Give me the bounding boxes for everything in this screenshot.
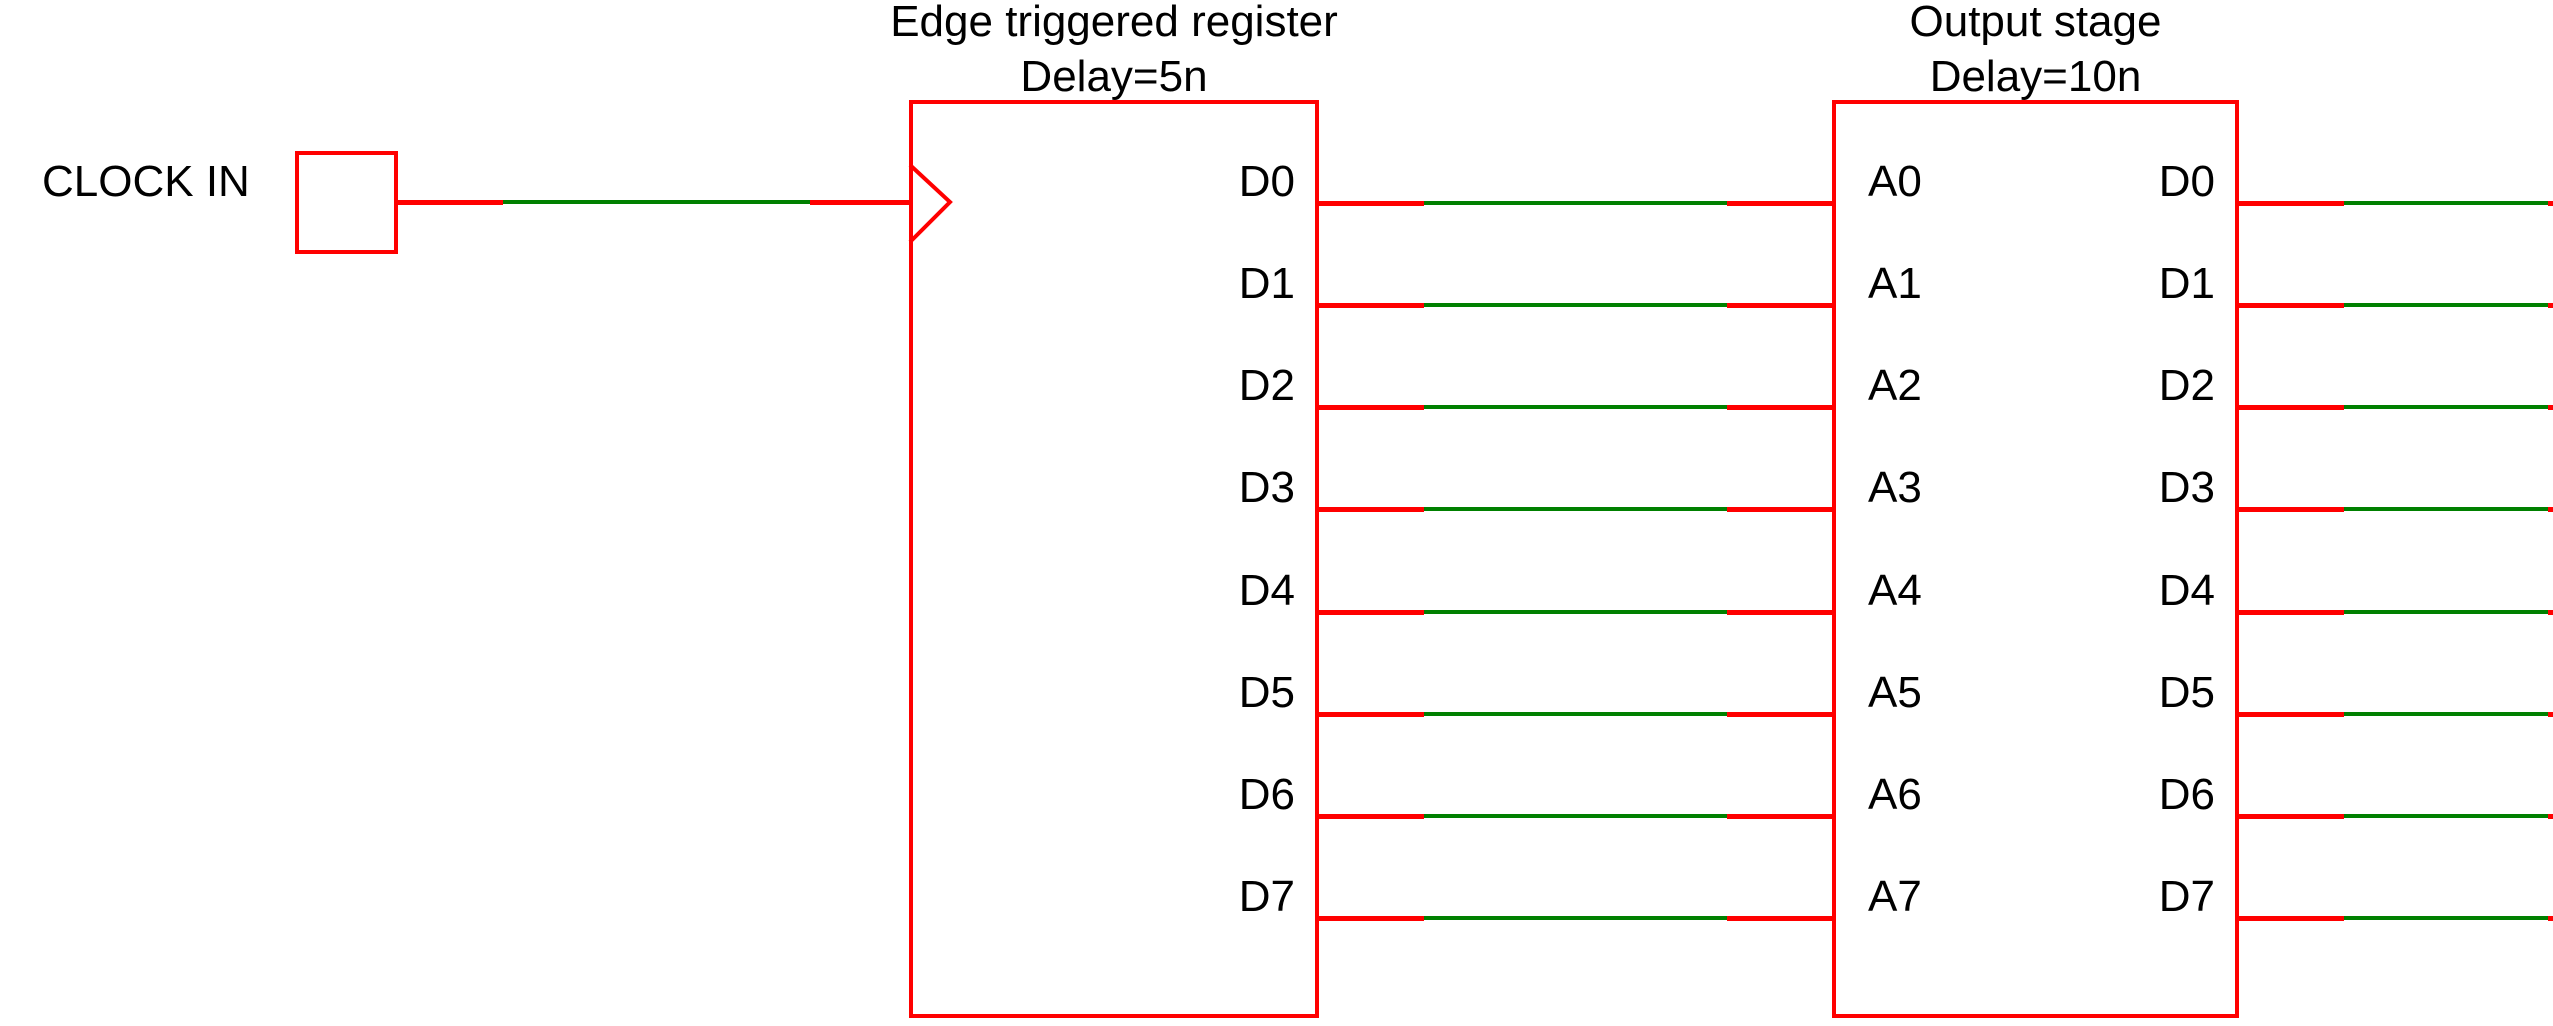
bus-wire-d5-pin-stub-right[interactable] (1727, 712, 1832, 717)
bus-wire-d2-pin-stub-left[interactable] (1319, 405, 1424, 410)
output-stage-pin-label-a6: A6 (1868, 770, 1922, 819)
register-pin-label-d6: D6 (1238, 770, 1295, 819)
output-wire-d3-pin-stub[interactable] (2239, 507, 2344, 512)
output-wire-d0-pin-stub[interactable] (2239, 201, 2344, 206)
output-wire-d6-edge-tip[interactable] (2548, 814, 2553, 819)
register-pin-label-d2: D2 (1238, 361, 1295, 410)
register-pin-label-d7: D7 (1238, 872, 1295, 921)
bus-wire-d2-pin-stub-right[interactable] (1727, 405, 1832, 410)
output-stage-pin-label-d4: D4 (2158, 566, 2215, 615)
output-stage-pin-label-d0: D0 (2158, 157, 2215, 206)
output-stage-pin-label-a7: A7 (1868, 872, 1922, 921)
output-stage-pin-label-d7: D7 (2158, 872, 2215, 921)
output-wire-d1-net[interactable] (2344, 303, 2548, 307)
bus-wire-d7-pin-stub-left[interactable] (1319, 916, 1424, 921)
bus-wire-d4-pin-stub-right[interactable] (1727, 610, 1832, 615)
output-wire-d1-edge-tip[interactable] (2548, 303, 2553, 308)
bus-wire-d5-net[interactable] (1424, 712, 1727, 716)
bus-wire-d0-net[interactable] (1424, 201, 1727, 205)
output-stage-delay-label: Delay=10n (1929, 52, 2142, 101)
output-wire-d7-net[interactable] (2344, 916, 2548, 920)
register-pin-label-d4: D4 (1238, 566, 1295, 615)
output-wire-d4-pin-stub[interactable] (2239, 610, 2344, 615)
output-wire-d6-net[interactable] (2344, 814, 2548, 818)
bus-wire-d5-pin-stub-left[interactable] (1319, 712, 1424, 717)
output-wire-d2-pin-stub[interactable] (2239, 405, 2344, 410)
bus-wire-d2-net[interactable] (1424, 405, 1727, 409)
clock-wire-net[interactable] (503, 200, 810, 204)
clock-source-box[interactable] (295, 151, 398, 254)
output-stage-pin-label-a4: A4 (1868, 566, 1922, 615)
output-wire-d5-pin-stub[interactable] (2239, 712, 2344, 717)
register-delay-label: Delay=5n (1020, 52, 1208, 101)
output-stage-pin-label-a0: A0 (1868, 157, 1922, 206)
output-wire-d3-net[interactable] (2344, 507, 2548, 511)
output-wire-d7-edge-tip[interactable] (2548, 916, 2553, 921)
output-stage-pin-label-d5: D5 (2158, 668, 2215, 717)
clock-wire-pin-stub-right[interactable] (810, 200, 910, 205)
clock-in-label: CLOCK IN (42, 157, 250, 206)
bus-wire-d1-pin-stub-left[interactable] (1319, 303, 1424, 308)
bus-wire-d1-pin-stub-right[interactable] (1727, 303, 1832, 308)
bus-wire-d3-pin-stub-left[interactable] (1319, 507, 1424, 512)
bus-wire-d7-net[interactable] (1424, 916, 1727, 920)
register-block[interactable] (909, 100, 1319, 1018)
output-stage-pin-label-d2: D2 (2158, 361, 2215, 410)
bus-wire-d6-net[interactable] (1424, 814, 1727, 818)
output-stage-pin-label-d3: D3 (2158, 463, 2215, 512)
bus-wire-d4-pin-stub-left[interactable] (1319, 610, 1424, 615)
output-wire-d5-edge-tip[interactable] (2548, 712, 2553, 717)
output-wire-d6-pin-stub[interactable] (2239, 814, 2344, 819)
register-pin-label-d3: D3 (1238, 463, 1295, 512)
output-wire-d4-edge-tip[interactable] (2548, 610, 2553, 615)
output-stage-block[interactable] (1832, 100, 2239, 1018)
output-stage-pin-label-a1: A1 (1868, 259, 1922, 308)
bus-wire-d7-pin-stub-right[interactable] (1727, 916, 1832, 921)
clock-edge-triangle-icon (908, 163, 953, 244)
bus-wire-d0-pin-stub-left[interactable] (1319, 201, 1424, 206)
output-stage-pin-label-d1: D1 (2158, 259, 2215, 308)
bus-wire-d4-net[interactable] (1424, 610, 1727, 614)
bus-wire-d6-pin-stub-right[interactable] (1727, 814, 1832, 819)
register-pin-label-d5: D5 (1238, 668, 1295, 717)
register-pin-label-d1: D1 (1238, 259, 1295, 308)
bus-wire-d1-net[interactable] (1424, 303, 1727, 307)
register-title: Edge triggered register (890, 0, 1338, 46)
output-wire-d3-edge-tip[interactable] (2548, 507, 2553, 512)
output-stage-pin-label-a3: A3 (1868, 463, 1922, 512)
output-stage-pin-label-d6: D6 (2158, 770, 2215, 819)
output-wire-d0-edge-tip[interactable] (2548, 201, 2553, 206)
output-wire-d5-net[interactable] (2344, 712, 2548, 716)
bus-wire-d3-net[interactable] (1424, 507, 1727, 511)
register-pin-label-d0: D0 (1238, 157, 1295, 206)
output-stage-pin-label-a2: A2 (1868, 361, 1922, 410)
output-wire-d1-pin-stub[interactable] (2239, 303, 2344, 308)
output-wire-d2-edge-tip[interactable] (2548, 405, 2553, 410)
output-wire-d2-net[interactable] (2344, 405, 2548, 409)
output-wire-d0-net[interactable] (2344, 201, 2548, 205)
output-stage-title: Output stage (1909, 0, 2162, 46)
clock-wire-pin-stub-left[interactable] (398, 200, 503, 205)
bus-wire-d6-pin-stub-left[interactable] (1319, 814, 1424, 819)
bus-wire-d0-pin-stub-right[interactable] (1727, 201, 1832, 206)
bus-wire-d3-pin-stub-right[interactable] (1727, 507, 1832, 512)
output-wire-d7-pin-stub[interactable] (2239, 916, 2344, 921)
output-wire-d4-net[interactable] (2344, 610, 2548, 614)
output-stage-pin-label-a5: A5 (1868, 668, 1922, 717)
